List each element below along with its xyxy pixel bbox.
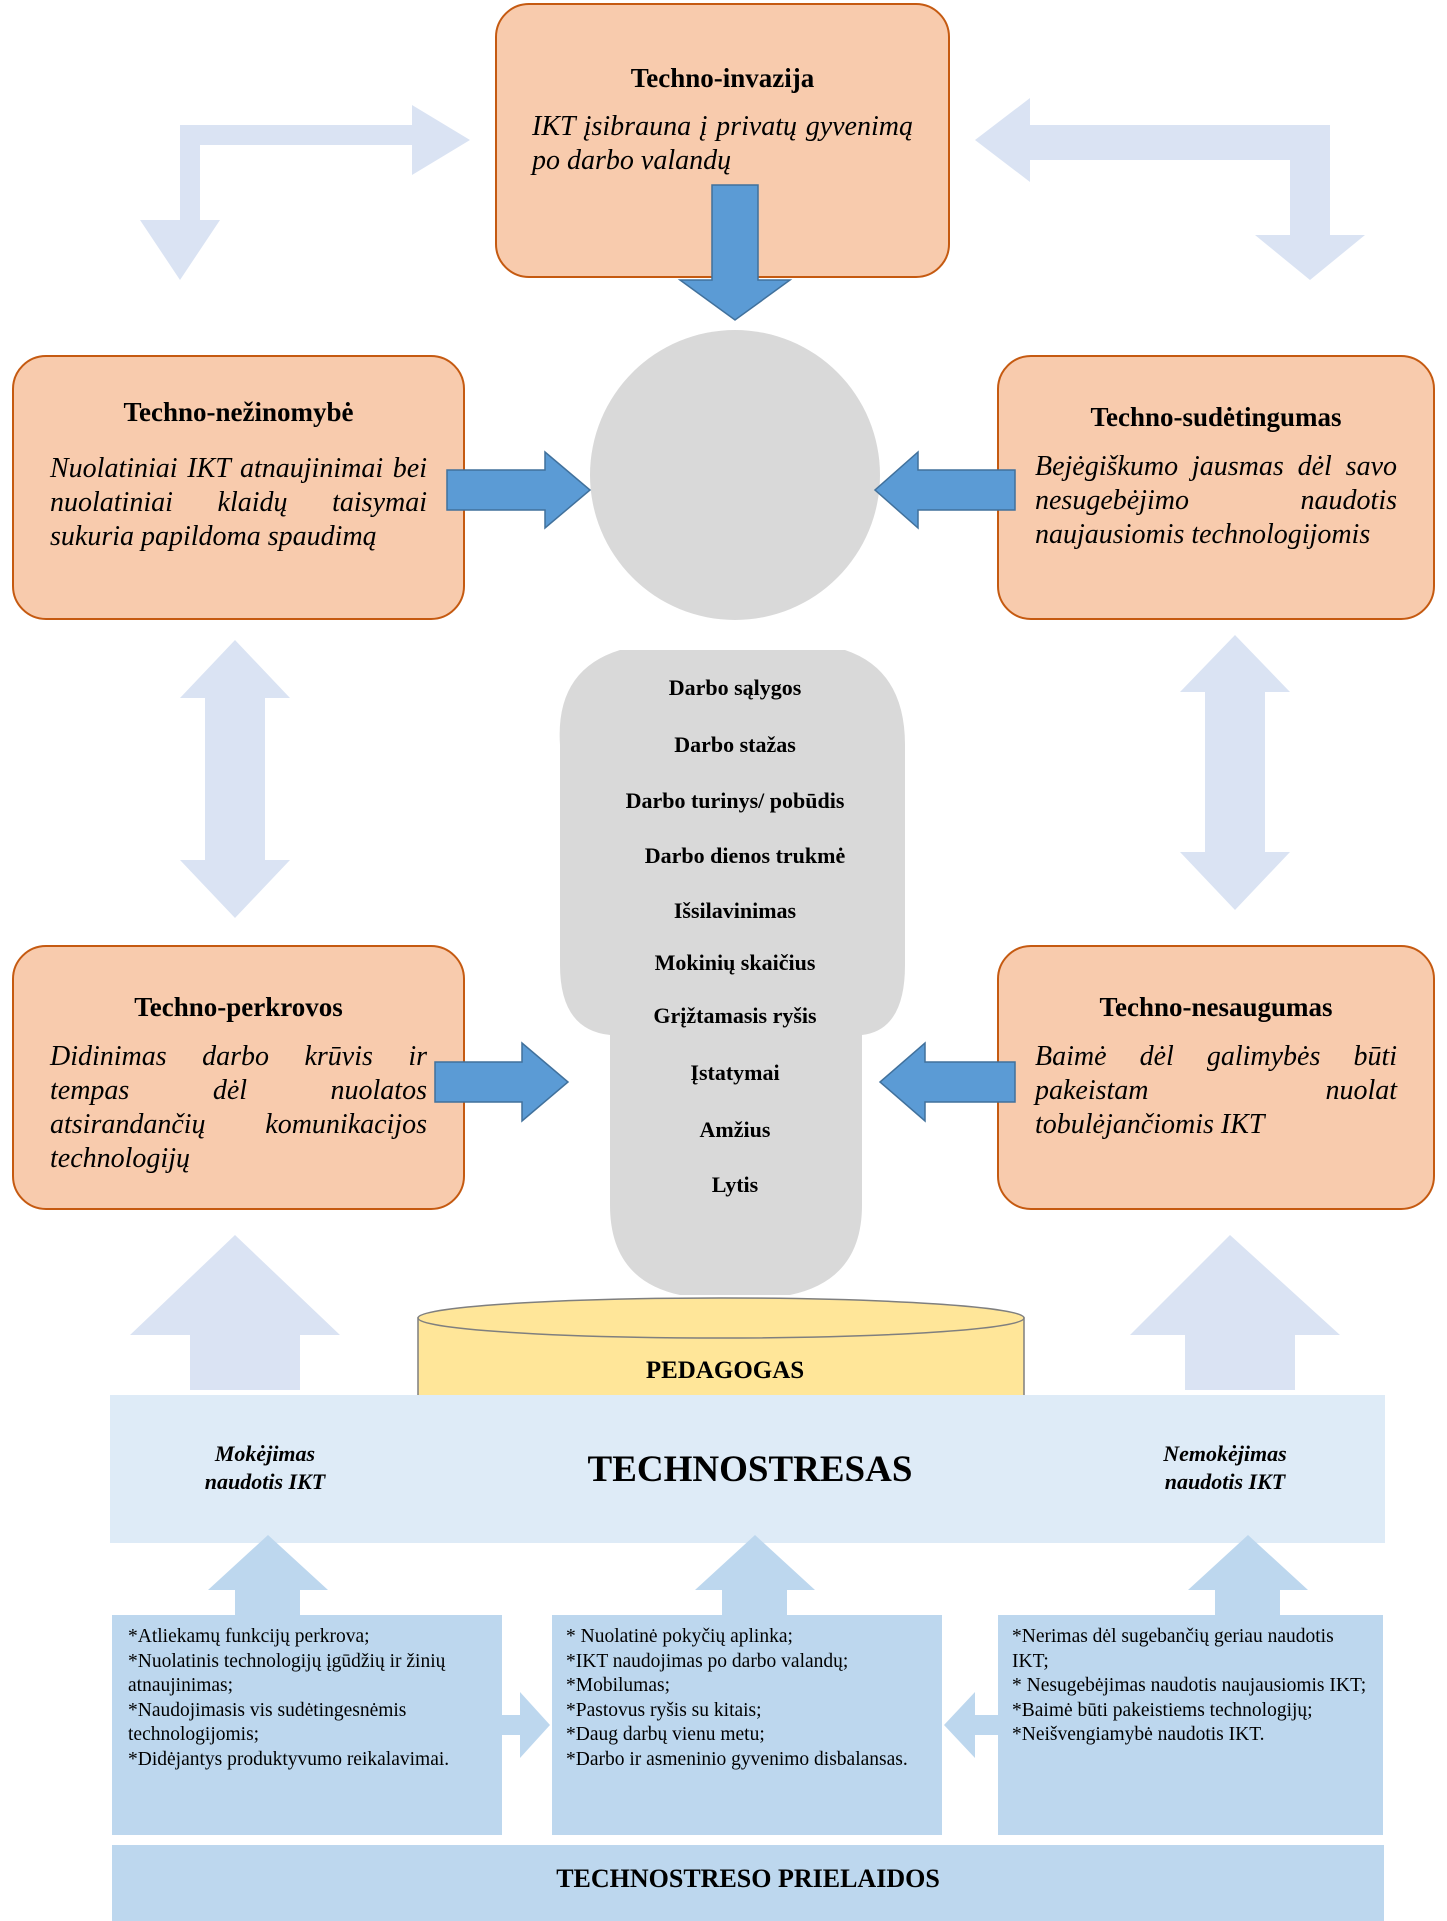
box-techno-invazija: Techno-invazija IKT įsibrauna į privatų … [495,3,950,278]
band-right-label: Nemokėjimas naudotis IKT [1163,1441,1287,1494]
left-arrow-right-list [944,1692,998,1758]
factor-label: Išsilavinimas [673,898,797,923]
factor-label: Mokinių skaičius [654,950,816,975]
box-title: Techno-perkrovos [134,992,343,1022]
footer-band [112,1845,1384,1921]
up-arrow-center-small [695,1535,815,1615]
double-arrow-right [1180,635,1290,910]
list-center-text: * Nuolatinė pokyčių aplinka; *IKT naudoj… [566,1626,908,1770]
box-techno-perkrovos: Techno-perkrovos Didinimas darbo krūvis … [12,945,465,1210]
factor-label: Darbo dienos trukmė [644,843,846,868]
up-arrow-left-large [130,1235,340,1390]
elbow-arrow-top-right [975,98,1365,280]
person-head [590,330,880,620]
box-techno-nezinomybe: Techno-nežinomybė Nuolatiniai IKT atnauj… [12,355,465,620]
box-title: Techno-sudėtingumas [1090,402,1342,432]
factor-label: Amžius [699,1117,771,1142]
person-body [559,650,905,1295]
box-description: Didinimas darbo krūvis ir tempas dėl nuo… [50,1041,427,1174]
factor-label: Lytis [711,1172,759,1197]
footer-title: TECHNOSTRESO PRIELAIDOS [556,1864,940,1893]
up-arrow-right-small [1188,1535,1308,1615]
factor-label: Darbo turinys/ pobūdis [625,788,845,813]
list-right-text: *Nerimas dėl sugebančių geriau naudotis … [1012,1626,1367,1745]
box-techno-sudetingumas: Techno-sudėtingumas Bejėgiškumo jausmas … [997,355,1435,620]
double-arrow-left [180,640,290,918]
box-description: Nuolatiniai IKT atnaujinimai bei nuolati… [50,453,427,552]
box-techno-nesaugumas: Techno-nesaugumas Baimė dėl galimybės bū… [997,945,1435,1210]
band-left-label: Mokėjimas naudotis IKT [204,1441,326,1494]
box-title: Techno-nežinomybė [123,397,354,427]
list-left-text: *Atliekamų funkcijų perkrova; *Nuolatini… [128,1626,450,1770]
up-arrow-right-large [1130,1235,1340,1390]
list-box-center [552,1615,942,1835]
box-description: Baimė dėl galimybės būti pakeistam nuola… [1035,1041,1397,1140]
band-title: TECHNOSTRESAS [587,1449,913,1490]
factor-label: Darbo stažas [674,732,796,757]
factor-label: Įstatymai [690,1060,780,1085]
box-title: Techno-nesaugumas [1099,992,1333,1022]
right-arrow-left-list [502,1692,550,1758]
pedestal-label: PEDAGOGAS [645,1357,805,1384]
list-box-left [112,1615,502,1835]
factor-label: Grįžtamasis ryšis [653,1003,817,1028]
pedestal-top [417,1297,1025,1339]
box-description: Bejėgiškumo jausmas dėl savo nesugebėjim… [1035,451,1397,550]
box-title: Techno-invazija [630,63,815,93]
technostress-band [110,1395,1385,1543]
factor-label: Darbo sąlygos [668,675,802,700]
box-description: IKT įsibrauna į privatų gyvenimą po darb… [532,111,913,176]
elbow-arrow-top-left [140,105,470,280]
list-box-right [998,1615,1383,1835]
up-arrow-left-small [208,1535,328,1615]
